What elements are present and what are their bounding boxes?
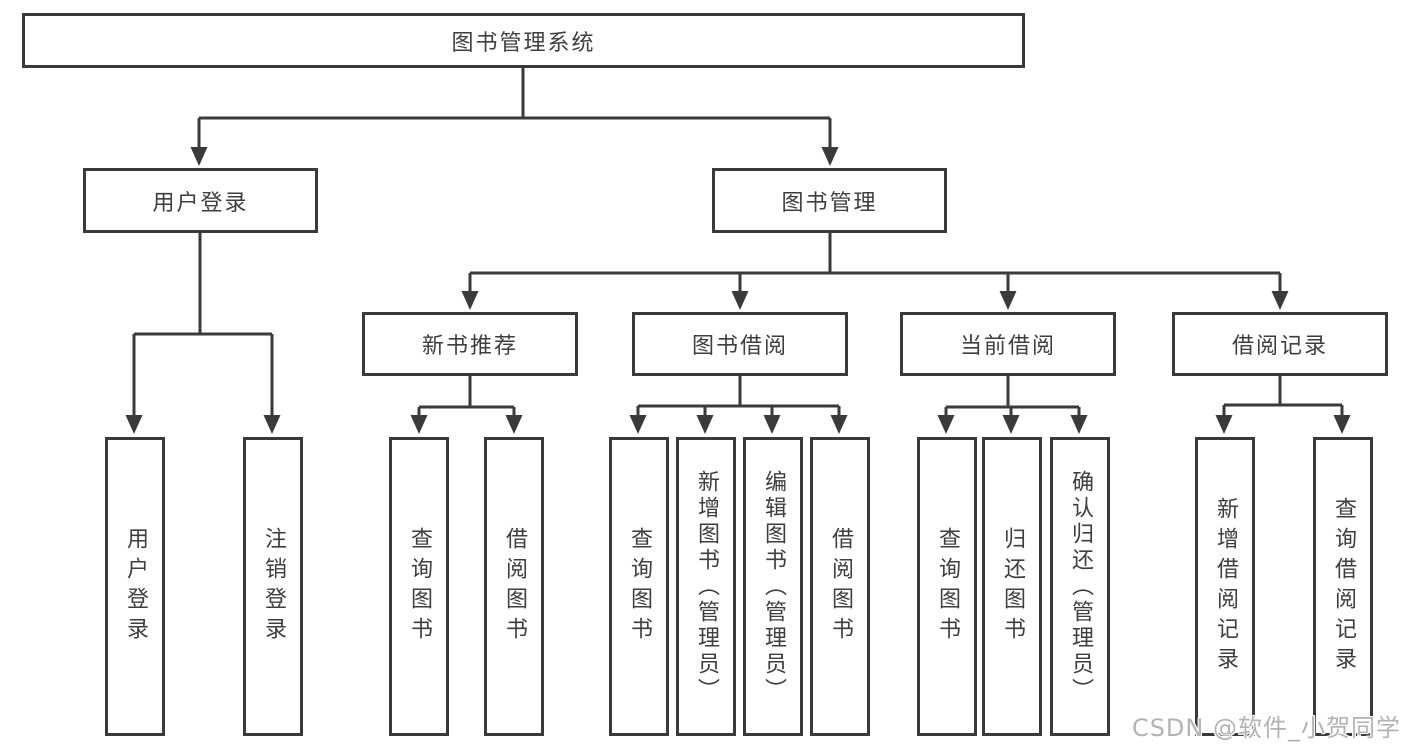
leaf-add-borrow-record: 新增借阅记录 xyxy=(1195,437,1255,736)
arrowhead xyxy=(190,147,208,166)
arrowhead xyxy=(1070,415,1088,434)
connector-user-login-to-leaves xyxy=(125,233,281,434)
leaf-borrow-books-recommend: 借阅图书 xyxy=(484,437,544,736)
arrowhead xyxy=(731,291,749,310)
leaf-query-books-current: 查询图书 xyxy=(917,437,977,736)
leaf-borrow-books-borrow: 借阅图书 xyxy=(810,437,870,736)
arrowhead xyxy=(1333,415,1351,434)
arrowhead xyxy=(999,291,1017,310)
leaf-logout: 注销登录 xyxy=(243,437,303,736)
node-user-login: 用户登录 xyxy=(83,168,318,233)
arrowhead xyxy=(1002,415,1020,434)
connector-book-borrow-to-leaves xyxy=(629,376,848,434)
arrowhead xyxy=(410,415,428,434)
leaf-user-login: 用户登录 xyxy=(105,437,165,736)
arrowhead xyxy=(125,415,143,434)
leaf-query-borrow-record: 查询借阅记录 xyxy=(1313,437,1373,736)
leaf-query-books-borrow: 查询图书 xyxy=(609,437,669,736)
arrowhead xyxy=(696,415,714,434)
node-current-borrowing: 当前借阅 xyxy=(900,312,1116,376)
leaf-edit-book-admin: 编辑图书（管理员） xyxy=(743,437,803,736)
arrowhead xyxy=(763,415,781,434)
node-library-management-system: 图书管理系统 xyxy=(22,13,1025,68)
connector-root-to-level2 xyxy=(190,68,839,166)
connector-current-borrow-to-leaves xyxy=(937,376,1088,434)
arrowhead xyxy=(263,415,281,434)
connector-new-book-recommend-to-leaves xyxy=(410,376,523,434)
arrowhead xyxy=(1271,291,1289,310)
arrowhead xyxy=(629,415,647,434)
node-book-borrowing: 图书借阅 xyxy=(632,312,848,376)
arrowhead xyxy=(830,415,848,434)
connector-book-management-to-level3 xyxy=(461,233,1289,310)
leaf-confirm-return-admin: 确认归还（管理员） xyxy=(1050,437,1110,736)
node-new-book-recommendation: 新书推荐 xyxy=(362,312,578,376)
arrowhead xyxy=(505,415,523,434)
node-borrowing-records: 借阅记录 xyxy=(1172,312,1388,376)
connector-borrow-records-to-leaves xyxy=(1215,376,1351,434)
arrowhead xyxy=(1215,415,1233,434)
leaf-query-books-recommend: 查询图书 xyxy=(389,437,449,736)
csdn-watermark: CSDN @软件_小贺同学 xyxy=(1131,714,1401,742)
node-book-management: 图书管理 xyxy=(712,168,947,233)
arrowhead xyxy=(821,147,839,166)
arrowhead xyxy=(937,415,955,434)
arrowhead xyxy=(461,291,479,310)
leaf-return-books: 归还图书 xyxy=(982,437,1042,736)
leaf-add-book-admin: 新增图书（管理员） xyxy=(676,437,736,736)
